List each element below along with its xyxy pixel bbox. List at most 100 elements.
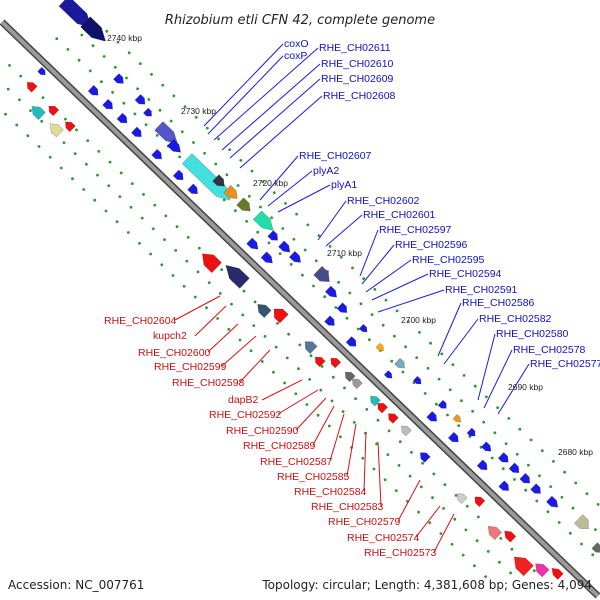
gene-label[interactable]: RHE_CH02583 (311, 501, 384, 513)
track-dot (295, 212, 298, 216)
gene-label[interactable]: RHE_CH02596 (395, 239, 468, 251)
gene-reverse (474, 496, 486, 508)
track-dot (395, 309, 399, 313)
gene-forward (345, 336, 357, 347)
gene-label[interactable]: RHE_CH02597 (379, 224, 452, 236)
leader-line (437, 302, 462, 357)
leader-line (377, 289, 445, 313)
gene-label[interactable]: RHE_CH02598 (172, 377, 245, 389)
track-dot (359, 302, 363, 306)
track-dot (194, 116, 198, 119)
track-dot (477, 515, 480, 519)
gene-reverse (225, 264, 250, 289)
track-dot (390, 359, 394, 363)
gene-label[interactable]: RHE_CH02573 (364, 547, 437, 559)
track-dot (263, 335, 267, 338)
gene-label[interactable]: RHE_CH02611 (319, 42, 391, 54)
gene-label[interactable]: RHE_CH02579 (328, 516, 401, 528)
track-dot (108, 160, 112, 164)
gene-label[interactable]: RHE_CH02590 (226, 425, 299, 437)
gene-reverse (535, 563, 550, 578)
track-dot (443, 483, 447, 487)
track-dot (432, 472, 436, 476)
gene-label[interactable]: RHE_CH02599 (154, 361, 227, 373)
gene-label[interactable]: coxO (284, 38, 309, 50)
gene-label[interactable]: RHE_CH02604 (104, 315, 177, 327)
track-dot (330, 399, 334, 403)
track-dot (404, 345, 407, 349)
track-dot (406, 320, 410, 324)
track-dot (113, 65, 117, 69)
track-dot (431, 496, 434, 500)
gene-reverse (330, 357, 342, 369)
leader-line (361, 244, 395, 285)
track-dot (501, 467, 505, 471)
track-dot (278, 252, 282, 256)
gene-label[interactable]: coxP (284, 50, 307, 62)
gene-label[interactable]: RHE_CH02589 (243, 440, 316, 452)
gene-label[interactable]: RHE_CH02578 (513, 344, 586, 356)
leader-line (277, 184, 331, 213)
track-dot (115, 220, 119, 224)
tick-label: 2680 kbp (558, 447, 593, 457)
gene-label[interactable]: plyA2 (313, 165, 339, 177)
track-dot (267, 241, 271, 245)
track-dot (196, 270, 200, 274)
gene-forward (452, 413, 462, 423)
track-dot (496, 406, 499, 410)
track-dot (142, 193, 145, 196)
gene-forward (112, 73, 124, 84)
gene-label[interactable]: RHE_CH02585 (277, 471, 350, 483)
gene-label[interactable]: RHE_CH02584 (294, 486, 367, 498)
gene-label[interactable]: RHE_CH02594 (429, 268, 502, 280)
track-dot (82, 188, 86, 191)
track-dot (116, 40, 120, 44)
track-dot (552, 460, 555, 463)
gene-label[interactable]: RHE_CH02601 (363, 209, 436, 221)
gene-reverse (304, 341, 318, 355)
track-dot (37, 145, 41, 148)
gene-forward (288, 250, 302, 263)
gene-label[interactable]: RHE_CH02574 (347, 532, 420, 544)
track-dot (77, 58, 81, 62)
gene-label[interactable]: RHE_CH02587 (260, 456, 333, 468)
gene-label[interactable]: RHE_CH02610 (321, 58, 394, 70)
gene-label[interactable]: RHE_CH02595 (412, 254, 485, 266)
leader-line (213, 47, 319, 141)
track-dot (354, 397, 357, 401)
leader-line (363, 431, 367, 492)
gene-label[interactable]: RHE_CH02602 (347, 195, 420, 207)
leader-line (317, 200, 347, 241)
track-dot (228, 148, 232, 152)
gene-label[interactable]: RHE_CH02586 (462, 297, 535, 309)
gene-label[interactable]: RHE_CH02592 (209, 409, 282, 421)
gene-label[interactable]: RHE_CH02608 (323, 90, 396, 102)
track-dot (169, 119, 173, 123)
track-dot (596, 503, 600, 506)
track-dot (71, 177, 74, 181)
gene-label[interactable]: RHE_CH02607 (299, 150, 372, 162)
gene-label[interactable]: RHE_CH02600 (138, 347, 211, 359)
gene-label[interactable]: RHE_CH02582 (479, 313, 552, 325)
leader-line (221, 335, 257, 367)
leader-line (477, 333, 496, 401)
gene-label[interactable]: RHE_CH02609 (321, 73, 394, 85)
track-dot (334, 306, 338, 309)
track-dot (535, 499, 539, 503)
gene-label[interactable]: dapB2 (228, 394, 259, 406)
tick-label: 2720 kbp (253, 178, 288, 188)
track-dot (331, 375, 335, 379)
track-dot (207, 281, 211, 284)
gene-label[interactable]: RHE_CH02577 (530, 358, 600, 370)
track-dot (574, 481, 578, 485)
track-dot (585, 492, 589, 496)
track-dot (384, 298, 388, 302)
gene-label[interactable]: kupch2 (153, 330, 187, 342)
gene-forward (116, 112, 128, 124)
track-dot (75, 128, 78, 132)
track-dot (88, 69, 92, 73)
track-dot (415, 356, 419, 359)
gene-label[interactable]: RHE_CH02591 (445, 284, 518, 296)
gene-label[interactable]: plyA1 (331, 179, 357, 191)
gene-label[interactable]: RHE_CH02580 (496, 328, 569, 340)
